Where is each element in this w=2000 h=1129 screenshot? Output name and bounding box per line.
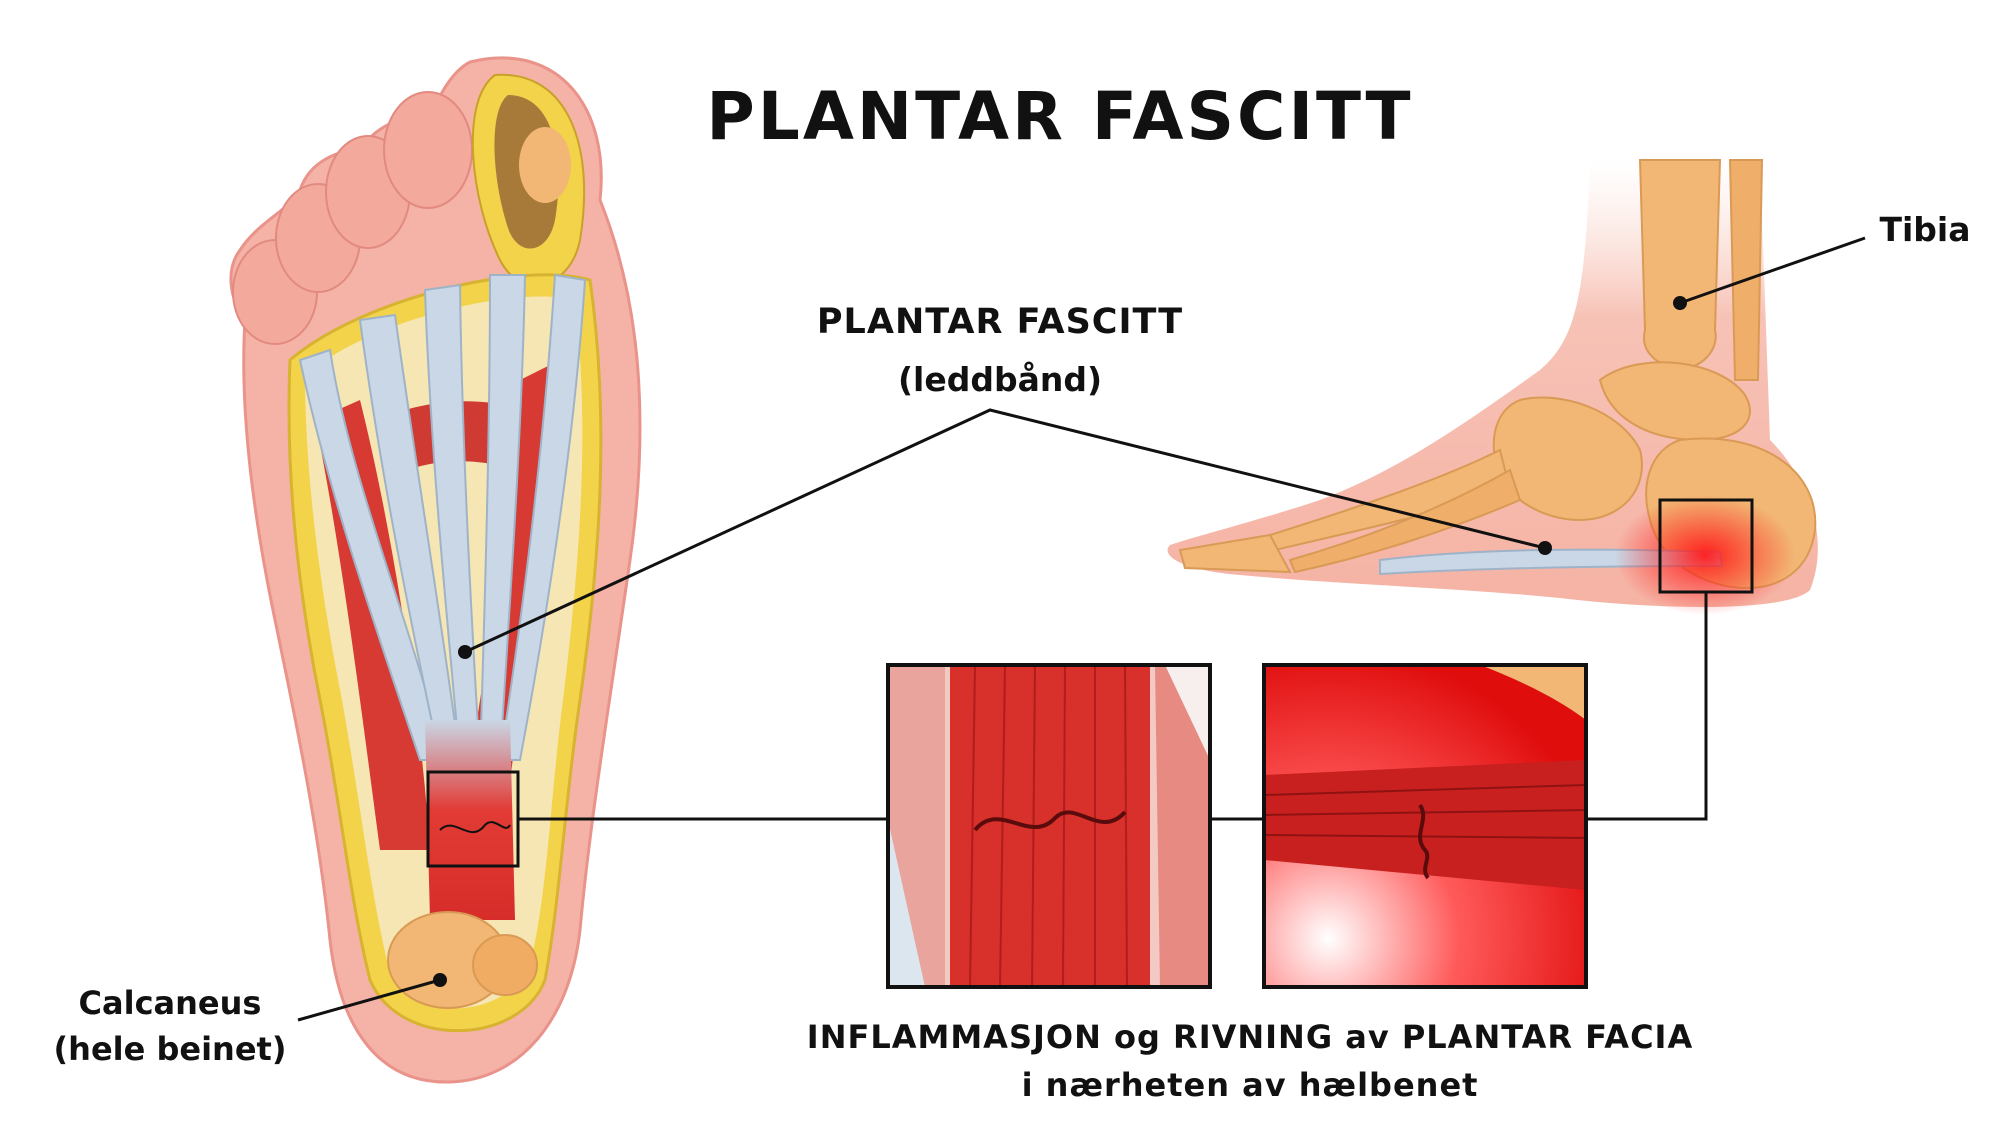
calcaneus-label: Calcaneus	[78, 984, 262, 1022]
heel-tear-zoom-illustration	[1262, 663, 1588, 989]
leader-fascia	[464, 408, 1546, 654]
leader-dots	[433, 296, 1687, 987]
connector-panel-side	[1586, 592, 1708, 821]
foot-sole-illustration	[229, 56, 642, 1084]
caption-line2: i nærheten av hælbenet	[1021, 1066, 1479, 1104]
leader-tibia	[1679, 236, 1866, 305]
caption-line1: INFLAMMASJON og RIVNING av PLANTAR FACIA	[806, 1018, 1694, 1056]
calcaneus-sublabel: (hele beinet)	[53, 1030, 287, 1068]
fascia-sublabel: (leddbånd)	[897, 360, 1103, 399]
tibia-label: Tibia	[1879, 210, 1971, 249]
leader-lines	[297, 236, 1866, 1022]
fascia-label: PLANTAR FASCITT	[816, 302, 1184, 342]
leader-calcaneus	[297, 978, 441, 1022]
page-title: PLANTAR FASCITT	[706, 78, 1414, 155]
fascia-zoom-illustration	[886, 663, 1212, 989]
foot-side-skeleton-illustration	[1167, 159, 1818, 615]
